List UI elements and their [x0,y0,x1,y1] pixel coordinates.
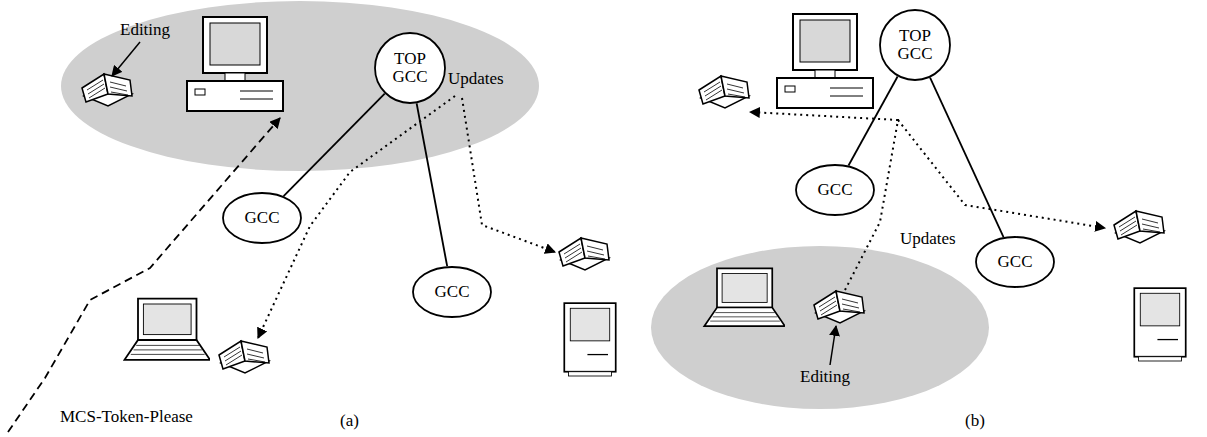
node-ellipse [413,267,491,317]
node-ellipse [880,10,950,80]
node-label: TOP GCC [386,50,434,86]
shaded-ellipse [61,1,539,171]
node-body: TOP GCC [879,9,951,81]
shaded-ellipse [651,246,989,409]
gcc-node: GCC [975,236,1055,288]
desktop-computer [777,14,873,108]
gcc-node: GCC [795,164,875,216]
node-label: GCC [818,181,853,199]
gcc-node: GCC [222,192,302,244]
text-label: MCS-Token-Please [60,408,193,427]
node-ellipse [796,165,874,215]
document-stack [699,76,749,108]
node-label: TOP GCC [891,27,939,63]
node-body: GCC [975,236,1055,288]
node-ellipse [223,193,301,243]
node-body: GCC [412,266,492,318]
node-label: GCC [435,283,470,301]
region-label: Editing [120,20,170,40]
node-label: GCC [998,253,1033,271]
gcc-node: TOP GCC [879,9,951,81]
laptop-computer [125,299,211,360]
region-label: Editing [800,367,850,387]
text-label: Updates [900,230,956,249]
mac-computer [564,303,615,376]
gcc-node: TOP GCC [374,32,446,104]
update-path [898,120,1105,228]
node-body: GCC [795,164,875,216]
tree-link [930,78,1003,237]
node-label: GCC [245,209,280,227]
node-body: GCC [222,192,302,244]
shaded-region: Editing [650,245,990,410]
node-ellipse [976,237,1054,287]
text-label: Updates [448,70,504,89]
text-label: (b) [965,412,985,431]
mac-computer [1134,288,1185,361]
tree-link [849,77,898,166]
gcc-node: GCC [412,266,492,318]
node-ellipse [375,33,445,103]
text-label: (a) [340,412,359,431]
document-stack [559,238,609,270]
node-body: TOP GCC [374,32,446,104]
document-stack [219,341,269,373]
document-stack [1114,211,1164,243]
